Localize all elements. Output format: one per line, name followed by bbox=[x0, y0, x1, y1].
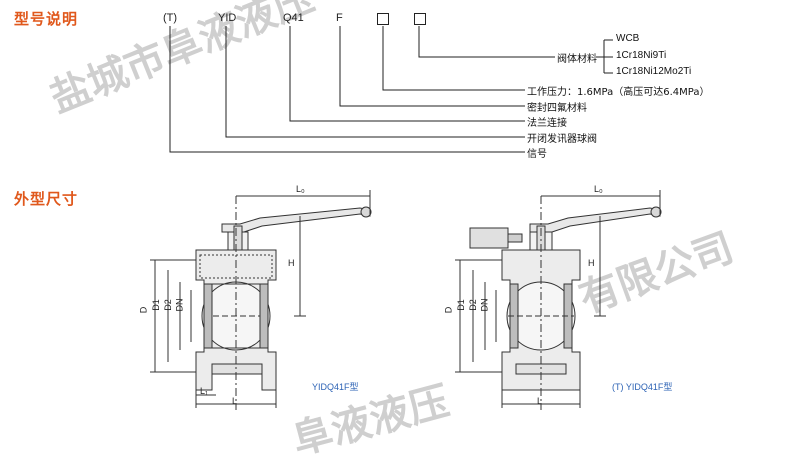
code-box-2 bbox=[414, 13, 426, 25]
dim-l1-left: L₁ bbox=[200, 386, 209, 396]
dim-h-left: H bbox=[288, 258, 295, 268]
code-t: (T) bbox=[163, 12, 178, 24]
diagram-svg bbox=[150, 26, 662, 410]
dim-l-right: L bbox=[537, 396, 543, 406]
material-wcb: WCB bbox=[616, 33, 640, 44]
caption-left: YIDQ41F型 bbox=[312, 382, 359, 392]
left-valve bbox=[150, 190, 372, 410]
model-description-title: 型号说明 bbox=[14, 10, 79, 28]
dim-l-left: L bbox=[232, 396, 238, 406]
type-label: 开闭发讯器球阀 bbox=[527, 134, 597, 145]
dim-d1-left: D1 bbox=[150, 299, 161, 311]
dim-d-left: D bbox=[138, 306, 149, 314]
material-label: 阀体材料 bbox=[557, 54, 597, 65]
right-valve bbox=[455, 190, 662, 410]
caption-right: (T) YIDQ41F型 bbox=[612, 382, 673, 392]
dim-dn-left: DN bbox=[174, 298, 185, 312]
pressure-label: 工作压力：1.6MPa（高压可达6.4MPa） bbox=[527, 87, 710, 98]
flange-label: 法兰连接 bbox=[527, 118, 567, 129]
dim-d-right: D bbox=[443, 306, 454, 314]
seal-label: 密封四氟材料 bbox=[527, 103, 587, 114]
dimensions-title: 外型尺寸 bbox=[14, 190, 79, 208]
dim-l0-left: L₀ bbox=[296, 184, 305, 194]
dim-h-right: H bbox=[588, 258, 595, 268]
dim-d2-right: D2 bbox=[467, 299, 478, 311]
code-yid: YID bbox=[218, 12, 237, 24]
dim-d1-right: D1 bbox=[455, 299, 466, 311]
dim-dn-right: DN bbox=[479, 298, 490, 312]
dim-d2-left: D2 bbox=[162, 299, 173, 311]
material-1cr18ni12mo2ti: 1Cr18Ni12Mo2Ti bbox=[616, 66, 692, 77]
code-box-1 bbox=[377, 13, 389, 25]
signal-label: 信号 bbox=[527, 149, 547, 160]
code-f: F bbox=[336, 12, 343, 24]
dim-l0-right: L₀ bbox=[594, 184, 603, 194]
callout-lines bbox=[169, 26, 613, 153]
material-1cr18ni9ti: 1Cr18Ni9Ti bbox=[616, 50, 667, 61]
code-q41: Q41 bbox=[283, 12, 304, 24]
